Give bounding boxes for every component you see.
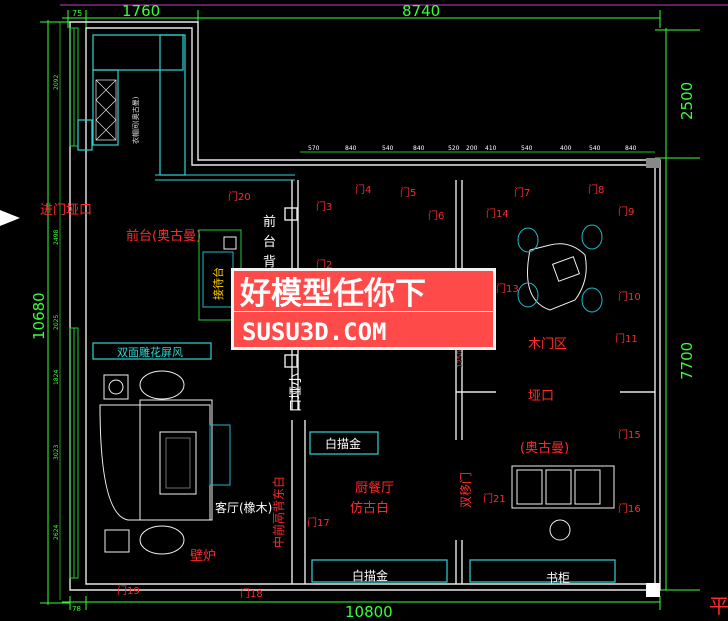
reception-back-label-1: 前 bbox=[263, 214, 276, 230]
door-11: 门11 bbox=[615, 332, 638, 345]
door-7: 门7 bbox=[514, 186, 530, 199]
cloakroom-cabinets bbox=[77, 34, 295, 181]
svg-text:200: 200 bbox=[466, 145, 478, 152]
svg-text:540: 540 bbox=[521, 145, 533, 152]
watermark-subtitle: SUSU3D.COM bbox=[242, 318, 387, 346]
door-5: 门5 bbox=[400, 186, 416, 199]
door-19: 门19 bbox=[117, 584, 140, 597]
door-13: 门13 bbox=[496, 282, 519, 295]
bottom-dimension-line bbox=[62, 596, 661, 610]
dim-top-left-tiny: 75 bbox=[72, 9, 82, 18]
dim-bottom-left-tiny: 78 bbox=[72, 605, 81, 613]
aoguman-label: (奥古曼) bbox=[520, 441, 569, 456]
screen-wall-label: 双面雕花屏风 bbox=[117, 345, 183, 359]
door-20: 门20 bbox=[228, 190, 251, 203]
svg-text:2498: 2498 bbox=[53, 230, 60, 245]
svg-text:540: 540 bbox=[589, 145, 601, 152]
svg-text:840: 840 bbox=[625, 145, 637, 152]
living-room-label: 客厅(橡木) bbox=[215, 500, 272, 515]
left-dimension-line bbox=[40, 20, 70, 605]
kitchen-cabinets bbox=[309, 431, 448, 583]
door-21: 门21 bbox=[483, 492, 506, 505]
svg-text:840: 840 bbox=[345, 145, 357, 152]
door-3: 门3 bbox=[316, 200, 332, 213]
svg-text:570: 570 bbox=[308, 145, 320, 152]
side-label: 中前鬲背东白 bbox=[271, 476, 286, 548]
watermark: 好模型任你下 SUSU3D.COM bbox=[231, 268, 496, 350]
door-17: 门17 bbox=[307, 516, 330, 529]
bookcase-label: 书柜 bbox=[546, 571, 570, 585]
cloakroom-label: 衣帽间(奥古曼) bbox=[131, 96, 140, 144]
door-8: 门8 bbox=[588, 183, 604, 196]
svg-text:3023: 3023 bbox=[53, 445, 60, 460]
display-furniture bbox=[469, 224, 616, 583]
reception-back-label-2: 台 bbox=[263, 235, 276, 250]
dim-top-left: 1760 bbox=[122, 2, 160, 20]
door-16: 门16 bbox=[618, 502, 641, 515]
door-9: 门9 bbox=[618, 205, 634, 218]
kitchen-label: 厨餐厅 bbox=[355, 480, 394, 496]
door-labels: 门2 门3 门4 门5 门6 门7 门8 门9 门10 门11 门13 门14 … bbox=[117, 183, 641, 600]
svg-text:2025: 2025 bbox=[53, 315, 60, 330]
corner-column bbox=[646, 158, 660, 168]
dim-right-bottom: 7700 bbox=[678, 342, 696, 380]
door-4: 门4 bbox=[355, 183, 371, 196]
right-dimension-line bbox=[655, 28, 700, 591]
wood-door-area-label: 木门区 bbox=[528, 337, 567, 352]
svg-text:410: 410 bbox=[485, 145, 497, 152]
display-desk-label: 接待台 bbox=[211, 267, 225, 300]
door-15: 门15 bbox=[618, 428, 641, 441]
door-18: 门18 bbox=[240, 587, 263, 600]
fireplace-label: 壁炉 bbox=[190, 549, 216, 564]
door-10: 门10 bbox=[618, 290, 641, 303]
corner-char: 平 bbox=[709, 594, 728, 618]
watermark-title: 好模型任你下 bbox=[239, 276, 426, 312]
svg-text:520: 520 bbox=[448, 145, 460, 152]
svg-text:2092: 2092 bbox=[53, 75, 60, 90]
dim-right-top: 2500 bbox=[678, 82, 696, 120]
outer-walls bbox=[69, 21, 661, 597]
dim-top-right: 8740 bbox=[402, 2, 440, 20]
section-mark: 1250 bbox=[456, 350, 464, 368]
double-sliding-label: 双移门 bbox=[458, 472, 473, 508]
corridor-label: 口垭小 bbox=[289, 373, 304, 412]
white-paint-label-2: 白描金 bbox=[352, 568, 388, 583]
dining-style-label: 仿古白 bbox=[350, 500, 389, 516]
svg-text:540: 540 bbox=[382, 145, 394, 152]
screen-wall bbox=[92, 342, 212, 360]
svg-text:840: 840 bbox=[413, 145, 425, 152]
reception-back-label-3: 背 bbox=[263, 255, 276, 270]
dim-left-overall: 10680 bbox=[30, 292, 48, 340]
door-2: 门2 bbox=[316, 258, 332, 271]
entry-arrow bbox=[0, 210, 20, 226]
door-14: 门14 bbox=[486, 207, 509, 220]
svg-text:400: 400 bbox=[560, 145, 572, 152]
reception-label: 前台(奥古曼) bbox=[126, 228, 201, 244]
dim-bottom-overall: 10800 bbox=[345, 603, 393, 621]
corner-column-bottom bbox=[646, 583, 660, 597]
top-dimension-line bbox=[62, 10, 661, 28]
white-paint-label-1: 白描金 bbox=[325, 436, 361, 451]
left-small-dims: 2092 2498 2025 1824 3023 2624 bbox=[53, 75, 60, 540]
living-room-furniture bbox=[99, 370, 231, 555]
left-window-strips bbox=[69, 27, 79, 579]
svg-text:2624: 2624 bbox=[53, 525, 60, 540]
entry-label: 进门垭口 bbox=[40, 203, 92, 218]
inner-segment-dims: 570 840 540 840 520 200 410 540 400 540 … bbox=[300, 145, 655, 153]
svg-text:1824: 1824 bbox=[53, 370, 60, 385]
opening-label: 垭口 bbox=[528, 389, 554, 404]
desk-phone-icon bbox=[223, 236, 237, 250]
door-6: 门6 bbox=[428, 209, 444, 222]
interior-walls bbox=[284, 180, 655, 584]
